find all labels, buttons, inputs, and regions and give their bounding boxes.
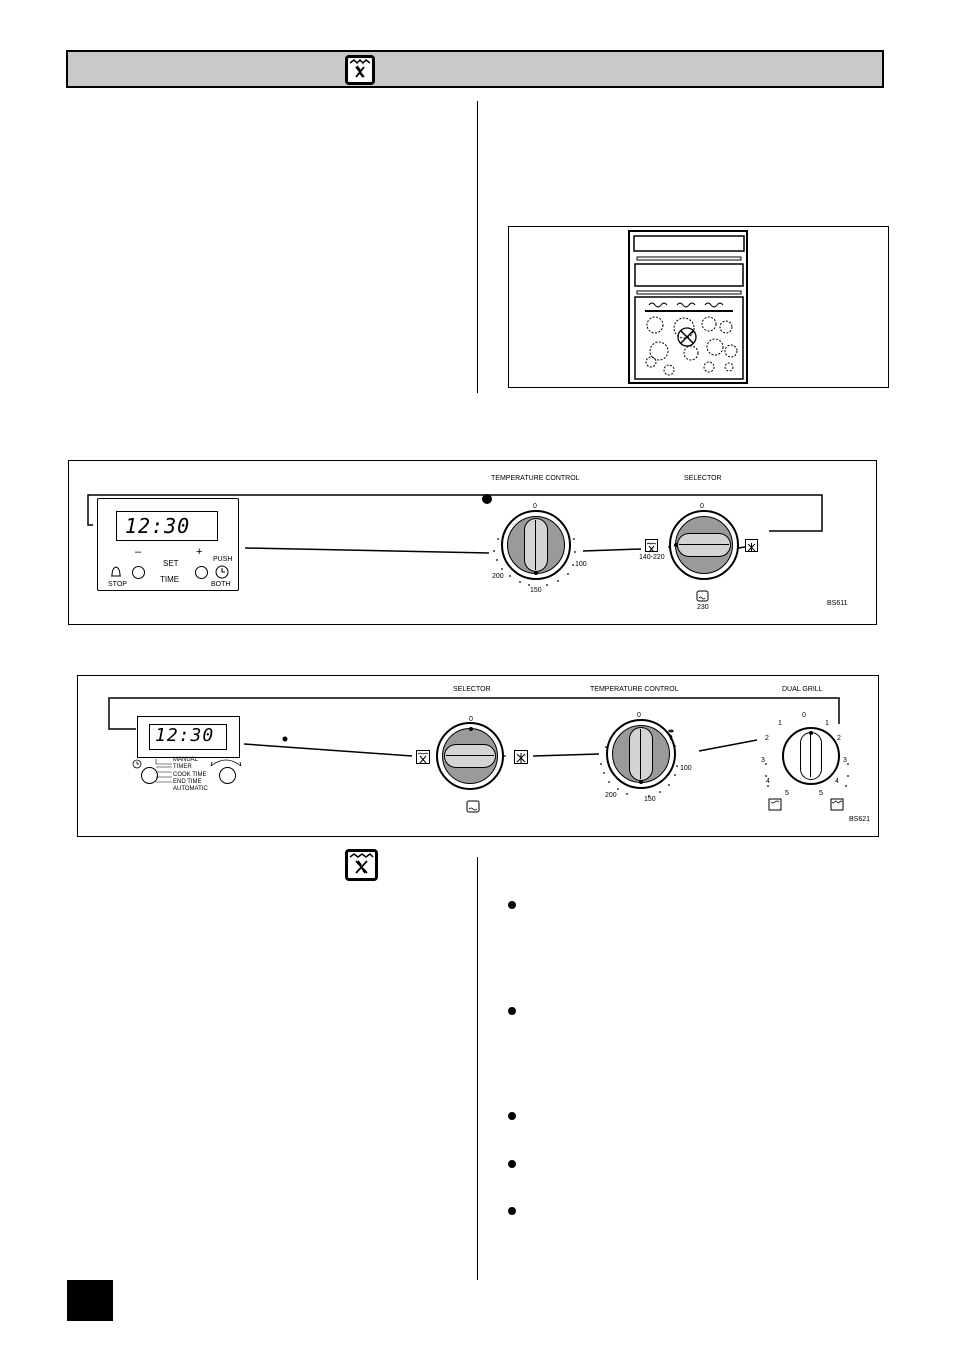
temp-tick-100: 100 <box>680 765 692 772</box>
clock-icon <box>132 756 142 774</box>
selector-tick-0: 0 <box>700 503 704 510</box>
control-panel-bs621: 12:30 MANUAL TIMER COOK TIME END TIME AU… <box>77 675 879 837</box>
bullet-2 <box>508 1007 516 1015</box>
grill-tick-5-left: 5 <box>785 790 789 797</box>
time-label: TIME <box>160 575 180 584</box>
minus-label: – <box>135 546 142 558</box>
grill-tick-4-left: 4 <box>766 778 770 785</box>
temp-tick-200: 200 <box>605 792 617 799</box>
temp-tick-0: 0 <box>533 503 537 510</box>
clock-time: 12:30 <box>155 725 215 746</box>
bullet-4 <box>508 1160 516 1168</box>
fan-icon <box>745 539 758 552</box>
model-code: BS611 <box>827 600 848 607</box>
temperature-control-label: TEMPERATURE CONTROL <box>491 475 580 482</box>
bullet-1 <box>508 901 516 909</box>
grill-tick-1-left: 1 <box>778 720 782 727</box>
temperature-knob[interactable] <box>501 510 571 580</box>
selector-tick-140-220: 140-220 <box>639 554 665 561</box>
adjust-button[interactable] <box>219 767 236 784</box>
oven-illustration <box>508 226 889 388</box>
grill-tick-2-right: 2 <box>837 735 841 742</box>
clock-icon <box>215 565 229 584</box>
model-code: BS621 <box>849 816 871 823</box>
fan-icon <box>514 750 528 764</box>
control-panel-bs611: 12:30 – + SET TIME PUSH STOP BOTH TEMPER… <box>68 460 877 625</box>
selector-tick-230: 230 <box>697 604 709 611</box>
clock-display: 12:30 <box>149 724 227 750</box>
grill-tick-2-left: 2 <box>765 735 769 742</box>
push-label: PUSH <box>213 556 233 563</box>
bottom-oven-icon <box>466 800 480 818</box>
grill-tick-3-left: 3 <box>761 757 765 764</box>
temp-tick-200: 200 <box>492 573 504 580</box>
fan-oven-icon <box>645 539 658 553</box>
grill-tick-0: 0 <box>802 712 806 719</box>
bullet-5 <box>508 1207 516 1215</box>
bullet-3 <box>508 1112 516 1120</box>
selector-knob[interactable] <box>669 510 739 580</box>
grill-tick-4-right: 4 <box>835 778 839 785</box>
defrost-icon <box>666 728 676 746</box>
fan-oven-icon <box>345 849 378 881</box>
plus-button[interactable] <box>195 566 208 579</box>
fan-oven-icon <box>416 750 430 764</box>
selector-label: SELECTOR <box>684 475 722 482</box>
bell-icon <box>109 565 123 584</box>
set-label: SET <box>163 559 179 568</box>
page-number-box <box>67 1280 113 1321</box>
mode-manual: MANUAL <box>173 757 199 763</box>
mode-end-time: END TIME <box>173 778 202 785</box>
grill-tick-3-right: 3 <box>843 757 847 764</box>
mode-list: MANUAL TIMER COOK TIME END TIME AUTOMATI… <box>173 757 208 793</box>
plus-label: + <box>196 546 203 558</box>
selector-knob[interactable] <box>436 722 504 790</box>
header-bar <box>66 50 884 88</box>
temp-tick-0: 0 <box>637 712 641 719</box>
stop-label: STOP <box>108 581 127 588</box>
dual-grill-knob[interactable] <box>782 727 840 785</box>
both-label: BOTH <box>211 581 231 588</box>
clock-time: 12:30 <box>125 514 191 538</box>
mode-automatic: AUTOMATIC <box>173 786 208 793</box>
temp-tick-100: 100 <box>575 561 587 568</box>
selector-tick-0: 0 <box>469 716 473 723</box>
clock-display: 12:30 <box>116 511 218 541</box>
grill-icon <box>768 798 782 816</box>
temp-tick-150: 150 <box>644 796 656 803</box>
minus-button[interactable] <box>132 566 145 579</box>
fan-oven-icon <box>345 55 375 85</box>
grill-tick-5-right: 5 <box>819 790 823 797</box>
column-divider-bottom <box>477 857 478 1280</box>
bottom-oven-icon <box>696 589 709 607</box>
temperature-control-label: TEMPERATURE CONTROL <box>590 686 679 693</box>
mode-timer: TIMER <box>173 764 192 771</box>
dual-grill-icon <box>830 798 844 816</box>
grill-tick-1-right: 1 <box>825 720 829 727</box>
column-divider-top <box>477 101 478 393</box>
temperature-knob[interactable] <box>606 719 676 789</box>
mode-button[interactable] <box>141 767 158 784</box>
selector-label: SELECTOR <box>453 686 491 693</box>
mode-cook-time: COOK TIME <box>173 771 207 778</box>
clock-module: 12:30 <box>137 716 240 758</box>
clock-module: 12:30 – + SET TIME PUSH STOP BOTH <box>97 498 239 591</box>
dual-grill-label: DUAL GRILL <box>782 686 823 693</box>
temp-tick-150: 150 <box>530 587 542 594</box>
